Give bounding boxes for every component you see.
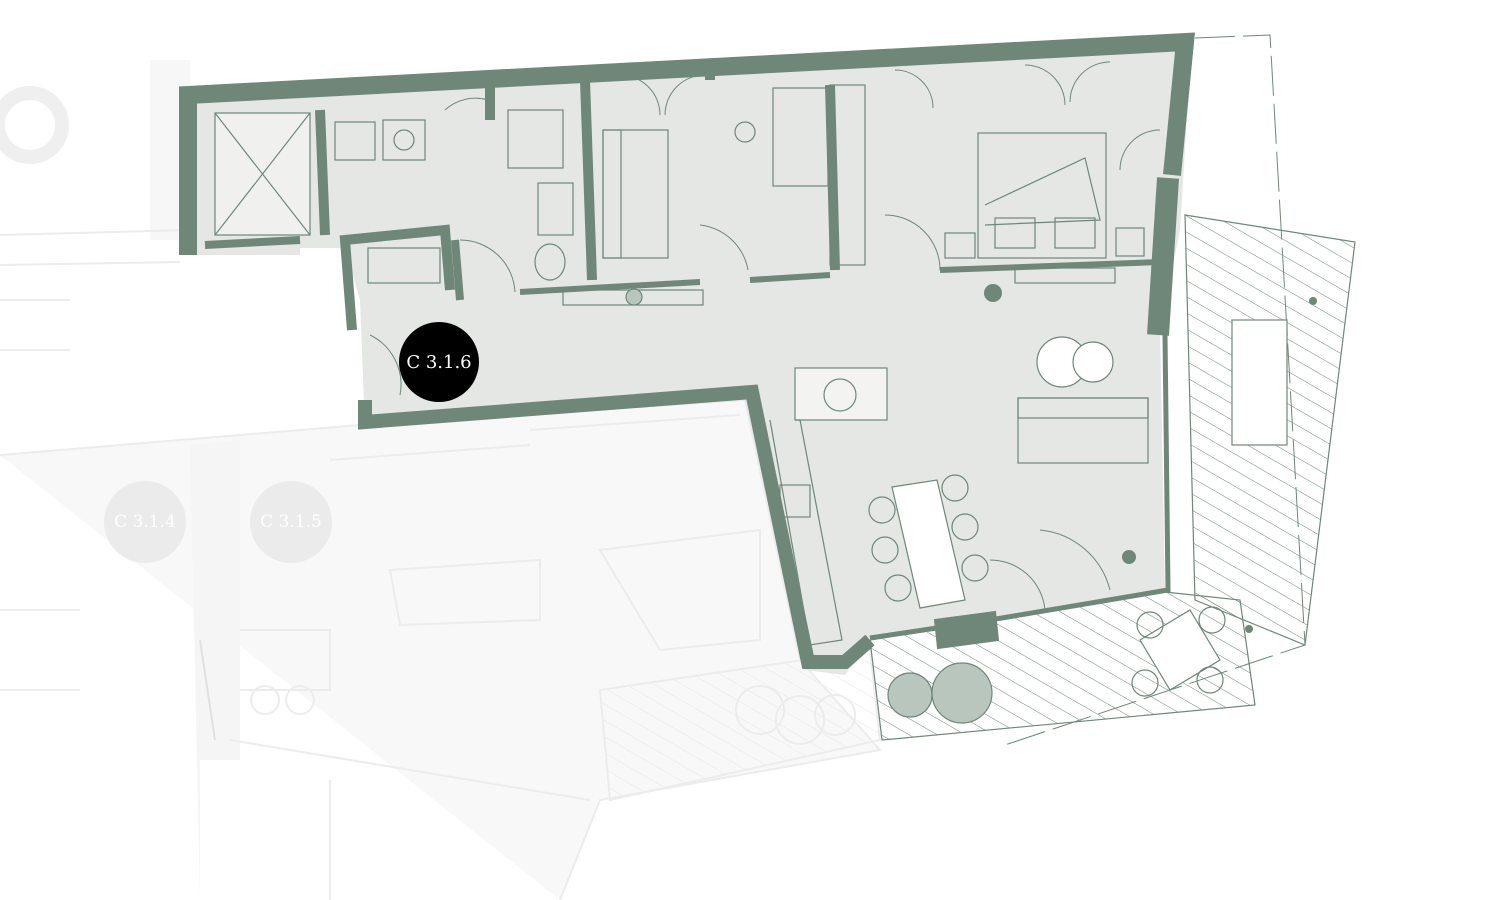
furniture xyxy=(214,84,1317,724)
unit-label-c315[interactable]: C 3.1.5 xyxy=(250,481,332,563)
neighbor-units xyxy=(0,60,882,900)
walls xyxy=(179,32,1195,669)
door-swings xyxy=(369,61,1161,611)
unit-label-c316-selected[interactable]: C 3.1.6 xyxy=(399,322,479,402)
unit-label-c314[interactable]: C 3.1.4 xyxy=(104,481,186,563)
